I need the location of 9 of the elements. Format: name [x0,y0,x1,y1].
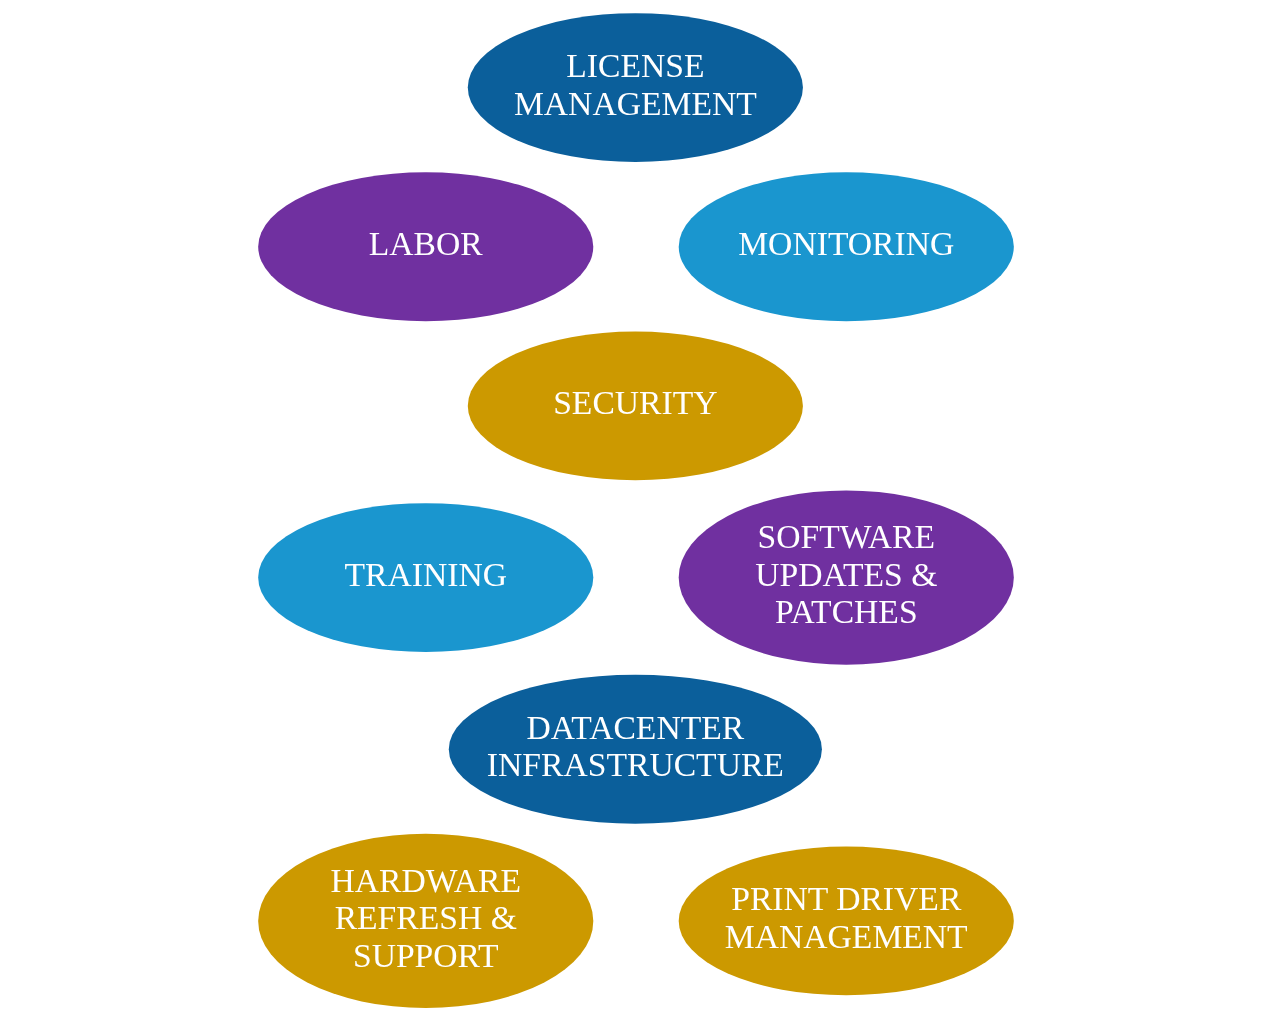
node-ellipse: MONITORING [678,172,1014,322]
node-ellipse: LABOR [257,172,593,322]
node-ellipse: DATACENTER INFRASTRUCTURE [448,674,822,824]
node-ellipse: SECURITY [467,331,803,481]
node-ellipse: LICENSE MANAGEMENT [467,13,803,162]
node-ellipse: TRAINING [257,503,593,652]
node-ellipse: SOFTWARE UPDATES & PATCHES [678,490,1014,665]
node-ellipse: HARDWARE REFRESH & SUPPORT [257,833,593,1009]
node-ellipse: PRINT DRIVER MANAGEMENT [678,846,1014,996]
